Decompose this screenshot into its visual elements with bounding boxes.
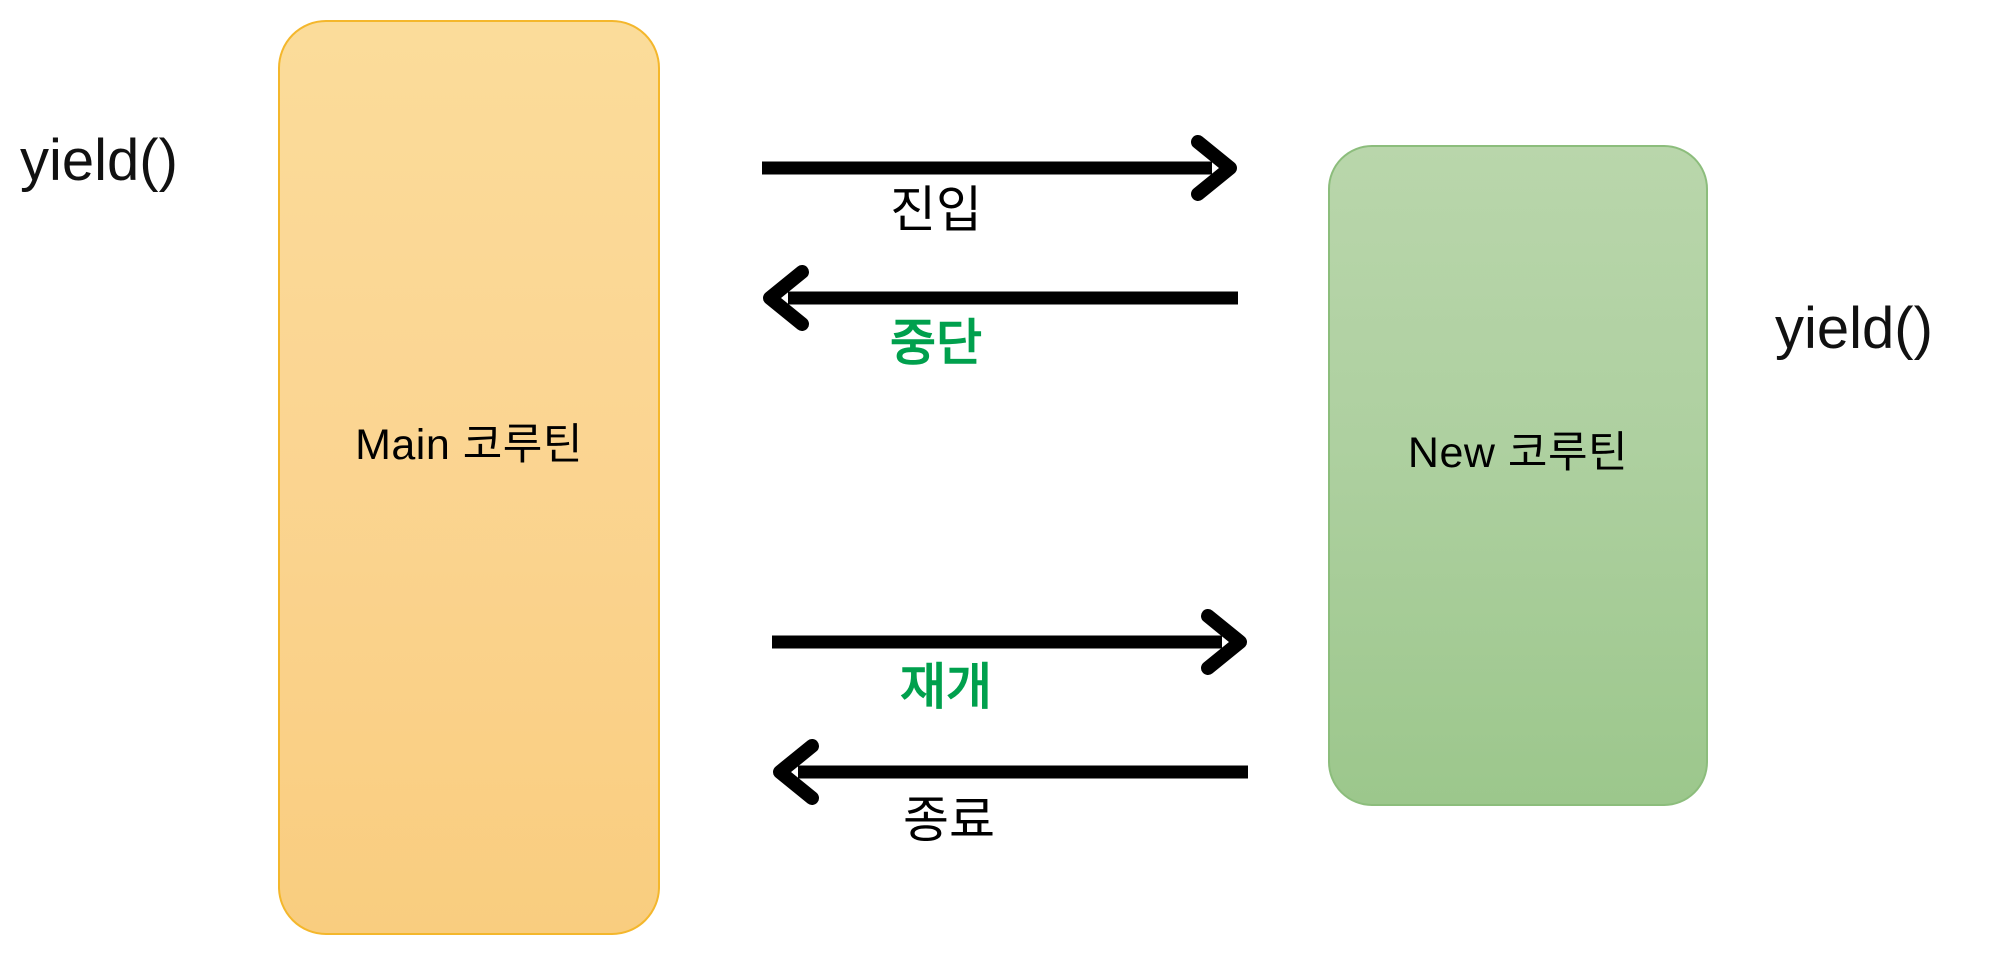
flow-label-enter: 진입 [890,182,982,238]
arrow-left-suspend-icon [760,265,1240,331]
main-coroutine-label: Main 코루틴 [355,421,583,469]
flow-label-finish: 종료 [903,792,995,848]
arrow-left-finish-icon [770,739,1250,805]
arrow-right-resume-icon [770,609,1250,675]
yield-label-left: yield() [20,128,178,193]
new-coroutine-label: New 코루틴 [1407,429,1629,477]
yield-label-right: yield() [1775,296,1933,361]
main-coroutine-box: Main 코루틴 [278,20,660,935]
new-coroutine-box: New 코루틴 [1328,145,1708,806]
arrow-right-enter-icon [760,135,1240,201]
flow-label-suspend: 중단 [890,315,982,371]
flow-label-resume: 재개 [900,659,992,715]
